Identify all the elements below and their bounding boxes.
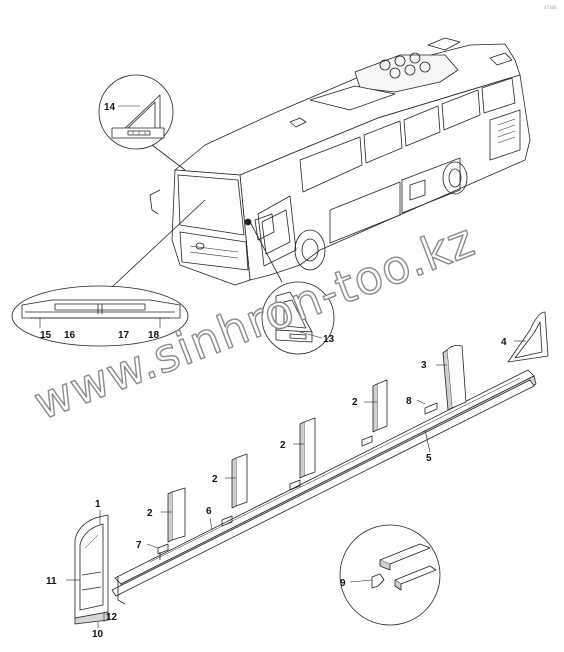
pillar-trim-d [372,379,388,433]
corner-part-4 [507,311,549,363]
leader-detail-13 [249,221,283,283]
callout-16: 16 [64,330,76,341]
callout-14: 14 [104,102,116,113]
callout-12: 12 [106,612,118,623]
detail-circle-13 [261,281,335,355]
pillar-trim-a [167,487,186,543]
pillar-trim-b [231,453,248,509]
callout-10: 10 [92,629,104,640]
leader-detail-15-18 [111,199,206,288]
callout-13: 13 [323,334,335,345]
callout-18: 18 [148,330,160,341]
callout-17: 17 [118,330,130,341]
callout-5: 5 [426,453,432,464]
rear-pillar-part-3 [442,345,467,411]
sill-trim-assembly [111,369,537,605]
corner-code: 47346 [544,5,557,10]
callout-2-c: 2 [280,440,286,451]
callout-3: 3 [421,360,427,371]
callout-15: 15 [40,330,52,341]
detail-circle-14 [98,74,174,150]
callout-9: 9 [340,578,346,589]
detail-circle-9 [339,524,441,626]
callout-2-d: 2 [352,397,358,408]
callout-7: 7 [136,540,142,551]
callout-11: 11 [46,576,57,587]
callout-labels: 1 2 2 2 2 3 4 5 6 7 8 9 10 11 12 13 14 1… [40,102,507,640]
callout-8: 8 [406,396,412,407]
pillar-trim-c [299,417,316,479]
callout-1: 1 [95,499,101,510]
callout-6: 6 [206,506,212,517]
clip-parts [157,402,438,560]
door-pillar-part [74,514,109,625]
leader-lines [66,105,526,628]
detail-ellipse-15-18 [11,285,189,347]
callout-2-b: 2 [212,474,218,485]
callout-4: 4 [501,337,507,348]
bus-illustration [149,37,531,286]
callout-2-a: 2 [147,508,153,519]
leader-detail-14 [151,144,186,171]
